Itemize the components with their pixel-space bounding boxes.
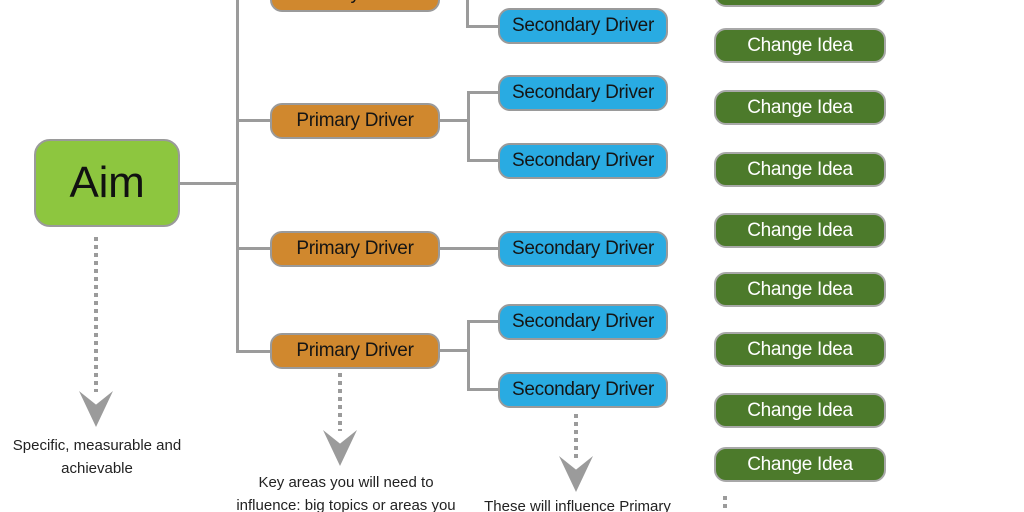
aim-note: Specific, measurable and achievable <box>7 434 187 480</box>
group3-direct-line <box>440 247 498 250</box>
change-idea-node: Change Idea <box>714 332 886 367</box>
primary-driver-node: Primary Driver <box>270 333 440 369</box>
down-arrow-icon <box>79 391 113 427</box>
group2-vertical-line <box>467 91 470 162</box>
secondary-driver-node: Secondary Driver <box>498 143 668 179</box>
change-idea-label: Change Idea <box>747 453 853 475</box>
secondary-driver-label: Secondary Driver <box>512 379 654 400</box>
group4-vertical-line <box>467 320 470 391</box>
change-idea-node: Change Idea <box>714 447 886 482</box>
secondary-note-line1: These will influence Primary <box>484 498 671 512</box>
branch-line-primary-2 <box>236 119 270 122</box>
primary-driver-node: Primary Driver <box>270 231 440 267</box>
secondary-driver-note: These will influence Primary <box>470 495 685 512</box>
group4-branch-bottom-line <box>467 388 498 391</box>
group4-branch-top-line <box>467 320 498 323</box>
secondary-driver-label: Secondary Driver <box>512 311 654 332</box>
change-idea-label: Change Idea <box>747 0 853 1</box>
branch-line-primary-4 <box>236 350 270 353</box>
group2-branch-top-line <box>467 91 498 94</box>
dotted-line-primary <box>338 373 342 431</box>
group1-vertical-line <box>466 0 469 28</box>
change-idea-node: Change Idea <box>714 90 886 125</box>
secondary-driver-label: Secondary Driver <box>512 15 654 36</box>
aim-note-line2: achievable <box>61 460 133 477</box>
primary-driver-label: Primary Driver <box>296 110 414 131</box>
aim-connector-line <box>179 182 237 185</box>
aim-node: Aim <box>34 139 180 227</box>
group1-branch-line <box>466 25 498 28</box>
change-idea-label: Change Idea <box>747 219 853 241</box>
secondary-driver-label: Secondary Driver <box>512 150 654 171</box>
change-idea-node: Change Idea <box>714 393 886 428</box>
secondary-driver-node: Secondary Driver <box>498 8 668 44</box>
secondary-driver-label: Secondary Driver <box>512 238 654 259</box>
secondary-driver-node: Secondary Driver <box>498 372 668 408</box>
change-idea-label: Change Idea <box>747 338 853 360</box>
secondary-driver-node: Secondary Driver <box>498 231 668 267</box>
dotted-line-aim <box>94 237 98 392</box>
change-idea-node: Change Idea <box>714 0 886 7</box>
group2-branch-bottom-line <box>467 159 498 162</box>
down-arrow-icon <box>559 456 593 492</box>
change-idea-node: Change Idea <box>714 28 886 63</box>
change-idea-node: Change Idea <box>714 152 886 187</box>
secondary-driver-node: Secondary Driver <box>498 304 668 340</box>
aim-note-line1: Specific, measurable and <box>12 437 182 454</box>
primary-driver-node: Primary Driver <box>270 103 440 139</box>
secondary-driver-label: Secondary Driver <box>512 82 654 103</box>
primary-driver-node: Primary Driver <box>270 0 440 12</box>
change-idea-label: Change Idea <box>747 96 853 118</box>
aim-label: Aim <box>69 158 145 207</box>
dotted-line-secondary <box>574 414 578 458</box>
primary-driver-label: Primary Driver <box>296 0 413 5</box>
group2-stub-line <box>440 119 470 122</box>
down-arrow-icon <box>323 430 357 466</box>
change-idea-node: Change Idea <box>714 272 886 307</box>
primary-driver-label: Primary Driver <box>296 340 414 361</box>
group4-stub-line <box>440 349 470 352</box>
branch-line-primary-3 <box>236 247 270 250</box>
primary-driver-note: Key areas you will need to influence: bi… <box>226 471 466 512</box>
change-idea-node: Change Idea <box>714 213 886 248</box>
change-idea-label: Change Idea <box>747 399 853 421</box>
secondary-driver-node: Secondary Driver <box>498 75 668 111</box>
change-idea-label: Change Idea <box>747 158 853 180</box>
dotted-line-change-ideas <box>723 496 727 512</box>
primary-driver-label: Primary Driver <box>296 238 414 259</box>
change-idea-label: Change Idea <box>747 278 853 300</box>
primary-note-line1: Key areas you will need to <box>258 474 434 491</box>
change-idea-label: Change Idea <box>747 34 853 56</box>
trunk-line <box>236 0 239 353</box>
primary-note-line2: influence: big topics or areas you <box>236 497 456 512</box>
